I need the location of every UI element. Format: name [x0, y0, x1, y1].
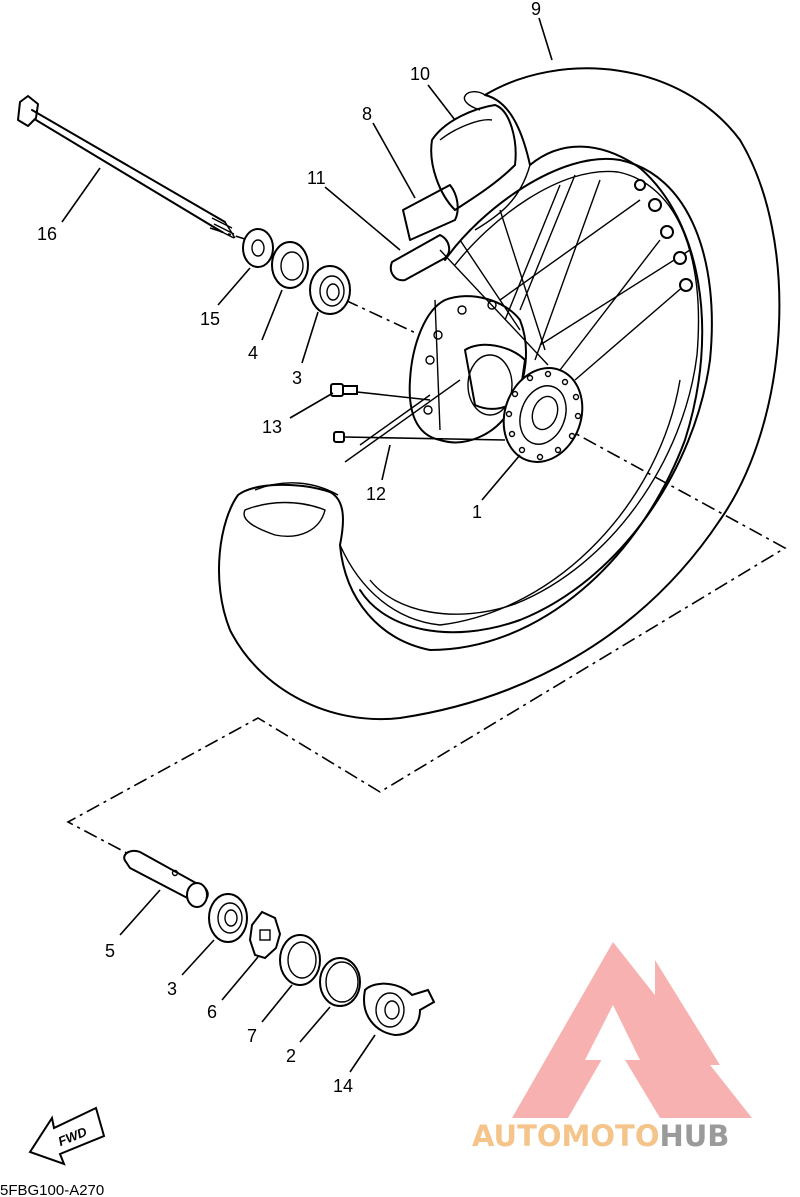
tire — [217, 67, 781, 721]
rim-band — [402, 184, 459, 241]
hub — [408, 295, 527, 444]
callout-6: 6 — [207, 1002, 217, 1022]
callout-9: 9 — [531, 0, 541, 19]
bearing-lower — [208, 893, 248, 943]
callout-3-upper: 3 — [292, 368, 302, 388]
callout-7: 7 — [247, 1026, 257, 1046]
circlip — [319, 957, 361, 1007]
callout-14: 14 — [333, 1076, 353, 1096]
callout-15: 15 — [200, 309, 220, 329]
callout-16: 16 — [37, 224, 57, 244]
callout-4: 4 — [248, 343, 258, 363]
callout-10: 10 — [410, 64, 430, 84]
callout-13: 13 — [262, 417, 282, 437]
valve-strap — [389, 234, 451, 282]
callout-1: 1 — [472, 502, 482, 522]
callout-labels: 9 10 8 11 16 15 4 3 13 12 1 5 3 6 7 2 14 — [37, 0, 541, 1096]
watermark-text-part2: HUB — [659, 1119, 729, 1153]
bearing-upper — [309, 265, 351, 315]
inner-tube — [430, 104, 517, 211]
callout-3-lower: 3 — [167, 979, 177, 999]
oil-seal — [271, 241, 309, 289]
callout-5: 5 — [105, 941, 115, 961]
meter-gear-unit — [363, 982, 436, 1037]
meter-clutch — [248, 910, 282, 960]
callout-2: 2 — [286, 1046, 296, 1066]
assembly-lines — [66, 227, 787, 861]
spokes — [344, 174, 693, 463]
callout-11: 11 — [307, 168, 326, 188]
axle — [17, 95, 236, 239]
leader-lines — [61, 17, 553, 1073]
watermark-logo — [512, 942, 752, 1118]
watermark-text-part1: AUTOMOTO — [472, 1119, 659, 1153]
collar — [242, 228, 274, 268]
oil-seal-lower — [279, 934, 321, 986]
watermark-text: AUTOMOTOHUB — [472, 1119, 729, 1153]
callout-8: 8 — [362, 104, 372, 124]
fwd-arrow: FWD — [28, 1106, 106, 1166]
spacer — [123, 849, 209, 908]
rim — [359, 157, 713, 634]
diagram-code: 5FBG100-A270 — [0, 1182, 104, 1197]
callout-12: 12 — [366, 484, 386, 504]
brake-disc — [502, 367, 584, 463]
bolt — [330, 383, 431, 401]
spoke-nipple — [333, 431, 506, 443]
